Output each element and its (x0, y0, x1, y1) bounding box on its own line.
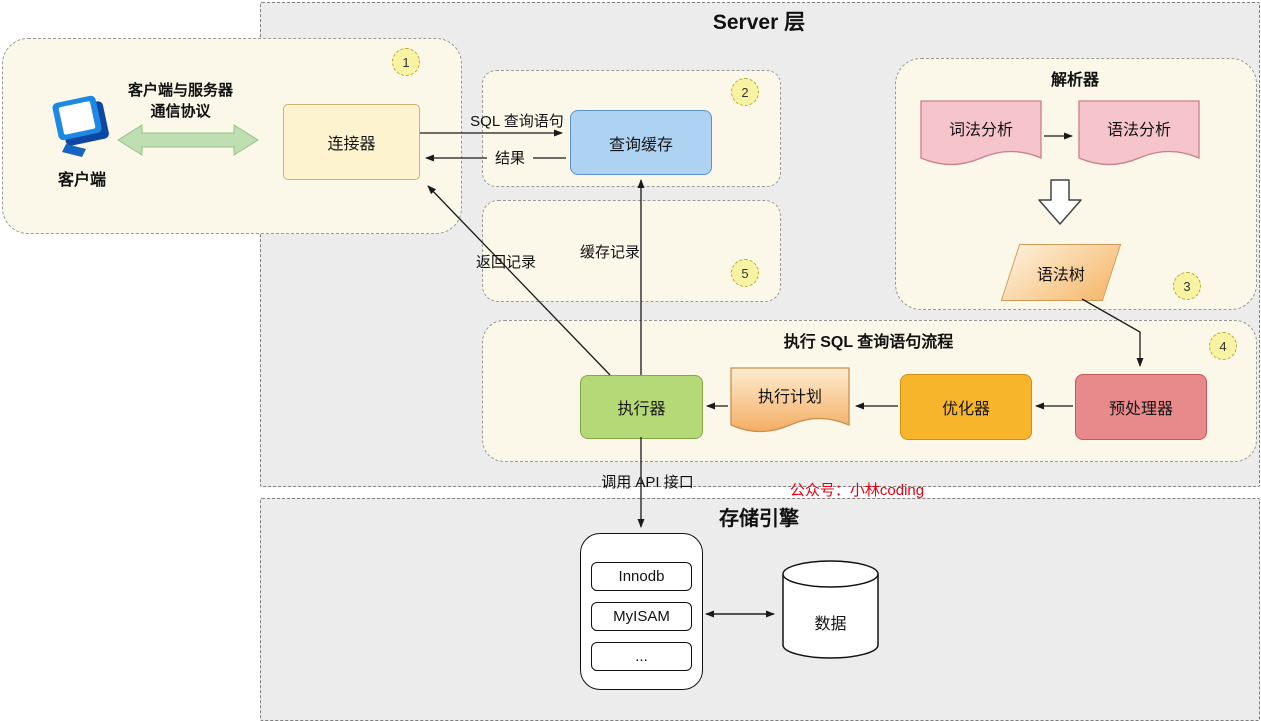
preprocessor-node: 预处理器 (1075, 374, 1207, 440)
client-label: 客户端 (57, 172, 106, 189)
execution-plan-node: 执行计划 (730, 367, 850, 439)
syntax-tree-node: 语法树 (1000, 244, 1122, 301)
execution-flow-title: 执行 SQL 查询语句流程 (783, 334, 954, 351)
protocol-label: 客户端与服务器 通信协议 (127, 82, 233, 120)
data-cylinder (781, 558, 880, 662)
step-badge-3: 3 (1173, 272, 1201, 300)
executor-node: 执行器 (580, 375, 703, 439)
execution-plan-label: 执行计划 (757, 389, 822, 407)
syntax-analysis-label: 语法分析 (1106, 122, 1171, 140)
engine-item-myisam: MyISAM (591, 602, 692, 631)
return-records-label: 返回记录 (475, 254, 536, 271)
preprocessor-label: 预处理器 (1108, 401, 1173, 418)
parser-title: 解析器 (1050, 72, 1099, 89)
data-label: 数据 (814, 616, 847, 633)
connector-label: 连接器 (327, 136, 376, 153)
storage-engine-region (260, 498, 1260, 721)
call-api-label: 调用 API 接口 (601, 474, 694, 491)
query-cache-node: 查询缓存 (570, 110, 712, 175)
engine-innodb-label: Innodb (618, 568, 665, 585)
storage-engine-title: 存储引擎 (719, 508, 799, 530)
engine-item-innodb: Innodb (591, 562, 692, 591)
server-layer-title: Server 层 (712, 11, 806, 34)
engine-myisam-label: MyISAM (613, 608, 670, 625)
sql-query-label: SQL 查询语句 (470, 113, 564, 130)
syntax-analysis-node: 语法分析 (1078, 100, 1200, 172)
step-badge-1: 1 (392, 48, 420, 76)
lexical-analysis-node: 词法分析 (920, 100, 1042, 172)
step-badge-4: 4 (1209, 332, 1237, 360)
result-label: 结果 (487, 147, 533, 168)
step-badge-2: 2 (731, 78, 759, 106)
optimizer-node: 优化器 (900, 374, 1032, 440)
lexical-analysis-label: 词法分析 (948, 122, 1013, 140)
connector-node: 连接器 (283, 104, 420, 180)
watermark-text: 公众号：小林coding (789, 482, 925, 499)
executor-label: 执行器 (617, 401, 666, 418)
optimizer-label: 优化器 (941, 401, 990, 418)
cache-record-label: 缓存记录 (579, 244, 640, 261)
step-badge-5: 5 (731, 259, 759, 287)
client-computer-icon (50, 90, 114, 162)
query-cache-label: 查询缓存 (608, 136, 673, 154)
engine-more-label: ... (635, 648, 648, 665)
engine-item-more: ... (591, 642, 692, 671)
syntax-tree-label: 语法树 (1036, 266, 1085, 284)
